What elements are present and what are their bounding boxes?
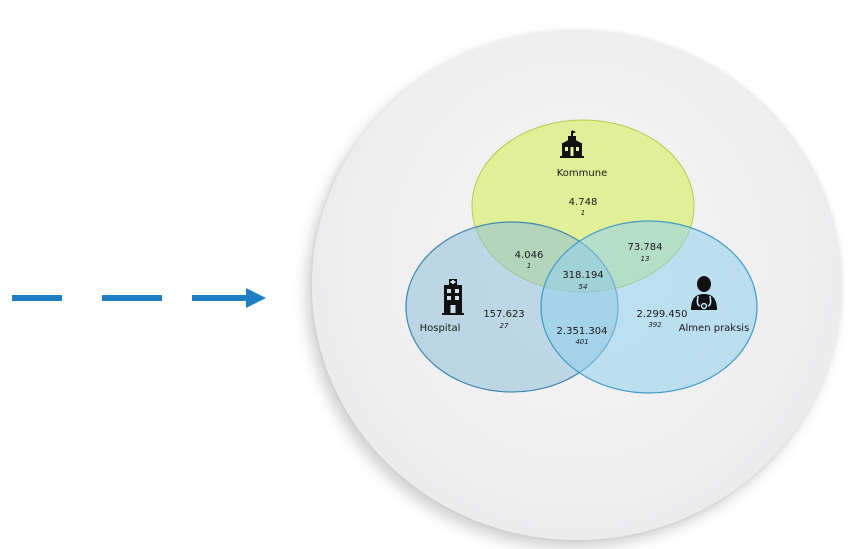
region-count-hospital-almen: 401 (575, 338, 588, 346)
region-count-kommune-only: 1 (581, 209, 585, 217)
venn-circle-almen (540, 220, 758, 394)
arrow-dash (12, 295, 62, 301)
region-count-hospital-only: 27 (500, 322, 509, 330)
region-value-kommune-hospital: 4.046 (515, 250, 544, 261)
region-value-all-three: 318.194 (562, 270, 603, 281)
region-value-almen-only: 2.299.450 (637, 309, 688, 320)
arrow-dash (192, 295, 247, 301)
region-value-hospital-only: 157.623 (483, 309, 524, 320)
set-label-hospital: Hospital (420, 323, 461, 334)
region-count-all-three: 54 (579, 283, 588, 291)
arrow-head (246, 288, 266, 308)
arrow-dash (102, 295, 162, 301)
region-value-kommune-only: 4.748 (569, 197, 598, 208)
region-count-kommune-almen: 13 (641, 255, 650, 263)
region-count-almen-only: 392 (648, 321, 662, 329)
hospital-building-icon (442, 279, 464, 315)
region-value-kommune-almen: 73.784 (628, 242, 663, 253)
set-label-almen: Almen praksis (679, 323, 750, 334)
town-hall-icon (560, 130, 584, 158)
region-value-hospital-almen: 2.351.304 (557, 326, 608, 337)
set-label-kommune: Kommune (557, 168, 608, 179)
arrow-dashes (12, 295, 247, 301)
doctor-stethoscope-icon (691, 276, 717, 310)
region-count-kommune-hospital: 1 (527, 262, 531, 270)
